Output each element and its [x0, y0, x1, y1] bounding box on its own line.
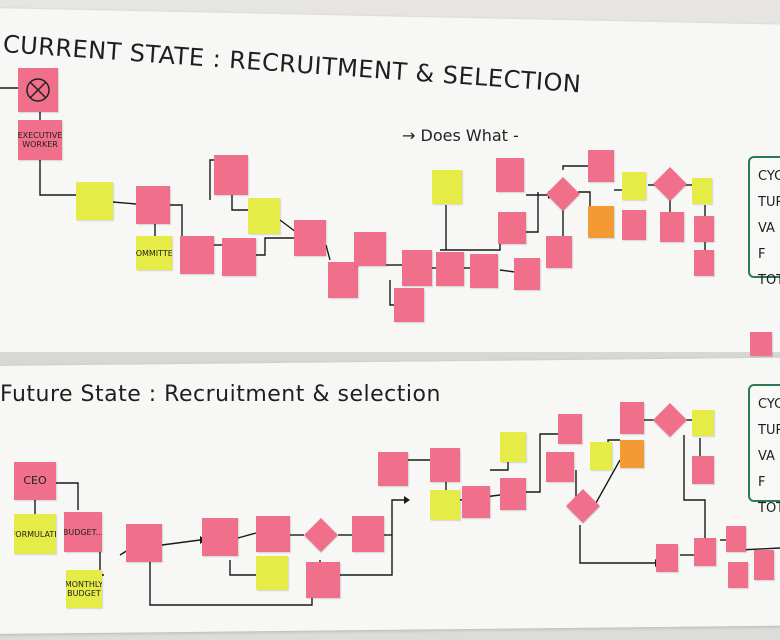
executive-worker-note: EXECUTIVE WORKER — [18, 120, 62, 160]
sticky-note — [294, 220, 326, 256]
sticky-note — [378, 452, 408, 486]
sticky-note — [546, 236, 572, 268]
sticky-note — [750, 332, 772, 356]
x-circle-icon — [26, 78, 50, 102]
monthly-budget-note: MONTHLY BUDGET — [66, 570, 102, 608]
sticky-note — [126, 524, 162, 562]
sticky-note — [620, 402, 644, 434]
sticky-note — [546, 452, 574, 482]
sticky-note — [470, 254, 498, 288]
budget-note: BUDGET... — [64, 512, 102, 552]
sticky-note — [500, 478, 526, 510]
sticky-note — [354, 232, 386, 266]
sticky-note — [692, 456, 714, 484]
sticky-note — [500, 432, 526, 462]
sticky-note — [694, 538, 716, 566]
sticky-note — [692, 410, 714, 436]
cycle-line: VA F — [758, 449, 775, 490]
cycle-line: CYC — [758, 397, 780, 412]
sticky-note — [328, 262, 358, 298]
sticky-note — [496, 158, 524, 192]
sticky-note — [588, 150, 614, 182]
sticky-note — [352, 516, 384, 552]
sticky-note — [256, 516, 290, 552]
cycle-line: CYC — [758, 169, 780, 184]
sticky-note — [622, 172, 646, 200]
sticky-note — [692, 178, 712, 204]
sticky-note — [558, 414, 582, 444]
cycle-summary-bottom: CYC TUR VA F TOT — [748, 384, 780, 516]
future-state-title: Future State : Recruitment & selection — [0, 382, 441, 407]
sticky-note — [202, 518, 238, 556]
sticky-note — [726, 526, 746, 552]
sticky-note — [248, 198, 280, 234]
start-note — [18, 68, 58, 112]
sticky-note — [660, 212, 684, 242]
cycle-line: VA F — [758, 221, 775, 262]
sticky-note — [462, 486, 490, 518]
sticky-note — [514, 258, 540, 290]
sticky-note — [728, 562, 748, 588]
cycle-line: TOT — [758, 501, 780, 516]
sticky-note — [498, 212, 526, 244]
sticky-note — [754, 550, 774, 580]
sticky-note — [622, 210, 646, 240]
sticky-note — [136, 186, 170, 224]
sticky-note — [432, 170, 462, 204]
sticky-note — [436, 252, 464, 286]
sticky-note — [430, 448, 460, 482]
formulate-note: FORMULATE — [14, 514, 56, 554]
sticky-note — [590, 442, 612, 470]
sticky-note — [694, 216, 714, 242]
sticky-note — [222, 238, 256, 276]
cycle-line: TUR — [758, 423, 780, 438]
sticky-note — [76, 182, 113, 220]
sticky-note — [180, 236, 214, 274]
cycle-line: TUR — [758, 195, 780, 210]
sticky-note — [394, 288, 424, 322]
does-what-label: → Does What - — [402, 126, 519, 145]
sticky-note — [256, 556, 288, 590]
committee-note: COMMITTEE — [136, 236, 172, 270]
cycle-summary-top: CYC TUR VA F TOT — [748, 156, 780, 288]
sticky-note — [306, 562, 340, 598]
sticky-note — [620, 440, 644, 468]
ceo-note: CEO — [14, 462, 56, 500]
sticky-note — [214, 155, 248, 195]
sticky-note — [588, 206, 614, 238]
sticky-note — [656, 544, 678, 572]
sticky-note — [694, 250, 714, 276]
sticky-note — [430, 490, 460, 520]
sticky-note — [402, 250, 432, 286]
cycle-line: TOT — [758, 273, 780, 288]
